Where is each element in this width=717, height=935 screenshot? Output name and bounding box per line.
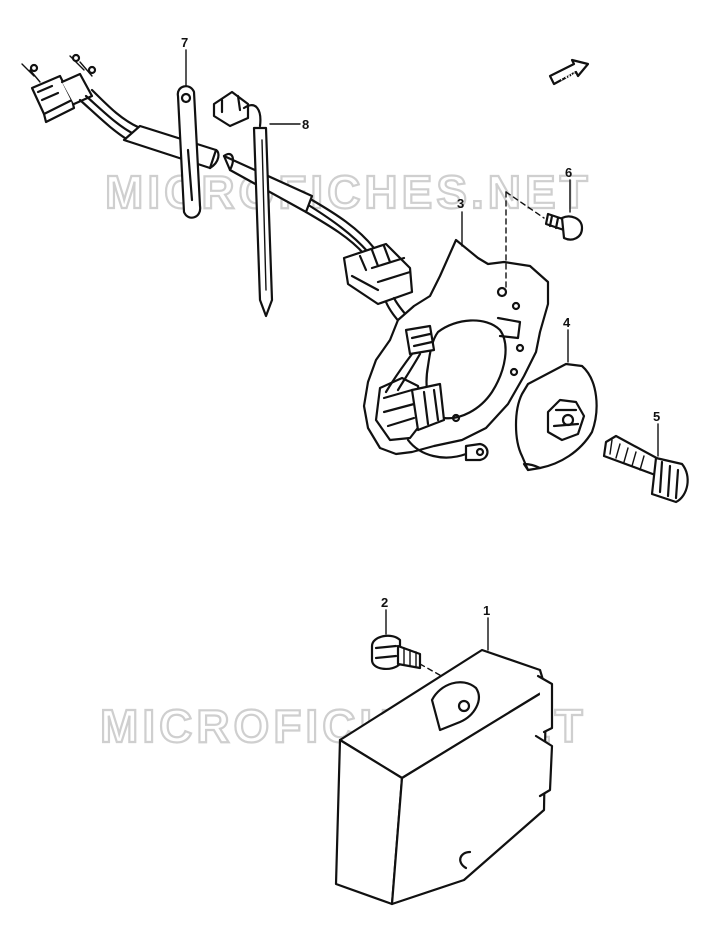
part-1-ignitor-unit: 1 <box>334 603 554 906</box>
callout-2: 2 <box>381 595 388 610</box>
forward-arrow-icon: FWD <box>548 58 590 86</box>
callout-7: 7 <box>181 35 188 50</box>
callout-3: 3 <box>457 196 464 211</box>
callout-5: 5 <box>653 409 660 424</box>
watermark-top: MICROFICHES.NET <box>105 166 592 218</box>
part-8-probe: 8 <box>212 90 309 318</box>
part-3-stator-plate: 3 <box>362 196 550 462</box>
callout-4: 4 <box>563 315 571 330</box>
callout-8: 8 <box>302 117 309 132</box>
part-4-signal-rotor: 4 <box>514 315 598 472</box>
part-6-screw: 6 <box>505 165 584 291</box>
callout-6: 6 <box>565 165 572 180</box>
fwd-label: FWD <box>559 70 576 83</box>
part-5-bolt: 5 <box>602 409 689 504</box>
callout-1: 1 <box>483 603 490 618</box>
part-7-clamp: 7 <box>176 35 202 219</box>
